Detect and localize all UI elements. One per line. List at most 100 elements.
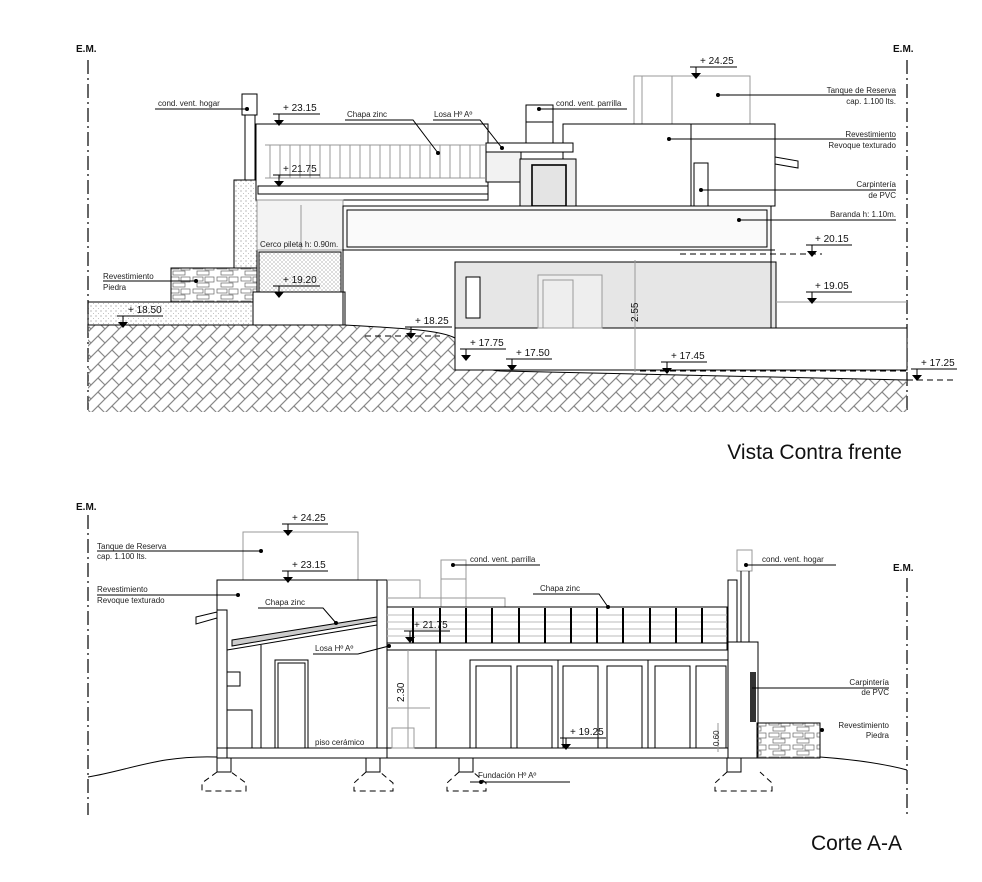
axis-label-left: E.M. (76, 44, 97, 55)
annotation-vent-hogar: cond. vent. hogar (155, 99, 249, 111)
annotation-vent-parrilla: cond. vent. parrilla (537, 99, 627, 111)
annotation-vent-hogar: cond. vent. hogar (744, 555, 836, 567)
svg-text:Revestimiento: Revestimiento (97, 585, 148, 594)
svg-text:+ 20.15: + 20.15 (815, 234, 849, 245)
level-1750: + 17.50 (505, 348, 552, 372)
annotation-baranda: Baranda h: 1.10m. (737, 210, 896, 222)
canopy (774, 156, 799, 169)
level-2315: + 23.15 (281, 560, 328, 584)
svg-text:Tanque de Reserva: Tanque de Reserva (97, 542, 167, 551)
axis-label-left: E.M. (76, 502, 97, 513)
dimension-060: 0.60 (712, 730, 721, 746)
elevation-title: Vista Contra frente (727, 441, 902, 464)
annotation-chapa-zinc: Chapa zinc (345, 110, 440, 155)
svg-text:+ 24.25: + 24.25 (292, 513, 326, 524)
svg-text:Baranda h: 1.10m.: Baranda h: 1.10m. (830, 210, 896, 219)
zinc-roof-ribs (387, 614, 727, 637)
small-window (693, 162, 709, 207)
ground-window (465, 276, 481, 319)
svg-text:+ 18.50: + 18.50 (128, 305, 162, 316)
svg-text:Revoque texturado: Revoque texturado (828, 141, 896, 150)
level-1745: + 17.45 (640, 351, 907, 375)
section-view: E.M. E.M. (76, 502, 914, 855)
annotation-piedra: Revestimiento Piedra (103, 272, 198, 292)
svg-text:Chapa zinc: Chapa zinc (265, 598, 305, 607)
gravel-fill (87, 301, 254, 326)
terrain-hatch (88, 325, 907, 412)
svg-text:cond. vent. parrilla: cond. vent. parrilla (470, 555, 536, 564)
svg-text:Carpintería: Carpintería (856, 180, 896, 189)
level-2175: + 21.75 (403, 620, 450, 644)
annotation-losa: Losa Hº Aº (313, 644, 391, 655)
level-2175: + 21.75 (272, 164, 320, 188)
middle-windows (256, 199, 344, 251)
svg-text:cap. 1.100 lts.: cap. 1.100 lts. (97, 552, 147, 561)
svg-text:Revoque texturado: Revoque texturado (97, 596, 165, 605)
slab (386, 642, 728, 651)
svg-text:Revestimiento: Revestimiento (838, 721, 889, 730)
slab (485, 142, 574, 153)
foundation-footings (201, 757, 773, 792)
level-1920: + 19.20 (272, 275, 320, 299)
annotation-chapa-zinc-left: Chapa zinc (258, 598, 338, 625)
level-1850: + 18.50 (116, 305, 163, 329)
water-tank (633, 75, 751, 125)
chimney-cap (736, 549, 753, 572)
svg-text:cond. vent. hogar: cond. vent. hogar (762, 555, 824, 564)
pool-fence (258, 251, 342, 293)
svg-text:Piedra: Piedra (866, 731, 890, 740)
svg-text:+ 24.25: + 24.25 (700, 56, 734, 67)
svg-text:+ 21.75: + 21.75 (283, 164, 317, 175)
level-2425: + 24.25 (689, 56, 737, 80)
svg-text:+ 17.45: + 17.45 (671, 351, 705, 362)
svg-text:+ 18.25: + 18.25 (415, 316, 449, 327)
left-volume (216, 579, 388, 759)
svg-text:Tanque de Reserva: Tanque de Reserva (827, 86, 897, 95)
svg-text:Losa Hº Aº: Losa Hº Aº (434, 110, 472, 119)
svg-text:cond. vent. parrilla: cond. vent. parrilla (556, 99, 622, 108)
svg-text:Piedra: Piedra (103, 283, 127, 292)
annotation-losa: Losa Hº Aº (433, 110, 504, 150)
canopy (195, 611, 218, 625)
svg-text:+ 19.25: + 19.25 (570, 727, 604, 738)
level-1725: + 17.25 (907, 358, 957, 382)
annotation-fundacion: Fundación Hº Aº (470, 771, 570, 784)
svg-text:+ 17.75: + 17.75 (470, 338, 504, 349)
svg-text:Revestimiento: Revestimiento (103, 272, 154, 281)
level-2015: + 20.15 (680, 234, 852, 258)
water-tank (242, 531, 359, 581)
annotation-cerco: Cerco pileta h: 0.90m. (260, 240, 338, 249)
svg-text:de PVC: de PVC (868, 191, 896, 200)
chimney-column (233, 179, 258, 269)
section-title: Corte A-A (811, 832, 902, 855)
small-window (226, 671, 241, 687)
svg-text:Chapa zinc: Chapa zinc (540, 584, 580, 593)
pvc-window (750, 672, 756, 722)
svg-text:+ 17.50: + 17.50 (516, 348, 550, 359)
svg-text:+ 23.15: + 23.15 (292, 560, 326, 571)
svg-text:cap. 1.100 lts.: cap. 1.100 lts. (846, 97, 896, 106)
stone-cladding (756, 722, 821, 759)
svg-text:+ 17.25: + 17.25 (921, 358, 955, 369)
elevation-view: E.M. E.M. (76, 44, 957, 464)
svg-text:+ 19.20: + 19.20 (283, 275, 317, 286)
stone-wall (170, 267, 258, 303)
level-2425: + 24.25 (281, 513, 328, 537)
annotation-carpinteria: Carpintería de PVC (699, 180, 897, 200)
vent-parrilla-cap (440, 559, 467, 580)
level-2315: + 23.15 (272, 103, 320, 127)
svg-text:+ 23.15: + 23.15 (283, 103, 317, 114)
level-1925: + 19.25 (559, 727, 606, 751)
ground-door (537, 274, 603, 329)
annotation-revoque: Revestimiento Revoque texturado (667, 130, 897, 150)
level-1905: + 19.05 (805, 281, 852, 305)
upper-volume (562, 123, 776, 207)
svg-text:Losa Hº Aº: Losa Hº Aº (315, 644, 353, 653)
svg-text:+ 21.75: + 21.75 (414, 620, 448, 631)
annotation-piedra: Revestimiento Piedra (820, 721, 890, 740)
foundation-block (454, 327, 908, 371)
svg-text:Fundación Hº Aº: Fundación Hº Aº (478, 771, 536, 780)
svg-text:Chapa zinc: Chapa zinc (347, 110, 387, 119)
dimension-230: 2.30 (396, 682, 407, 702)
glass-railing (342, 205, 772, 251)
